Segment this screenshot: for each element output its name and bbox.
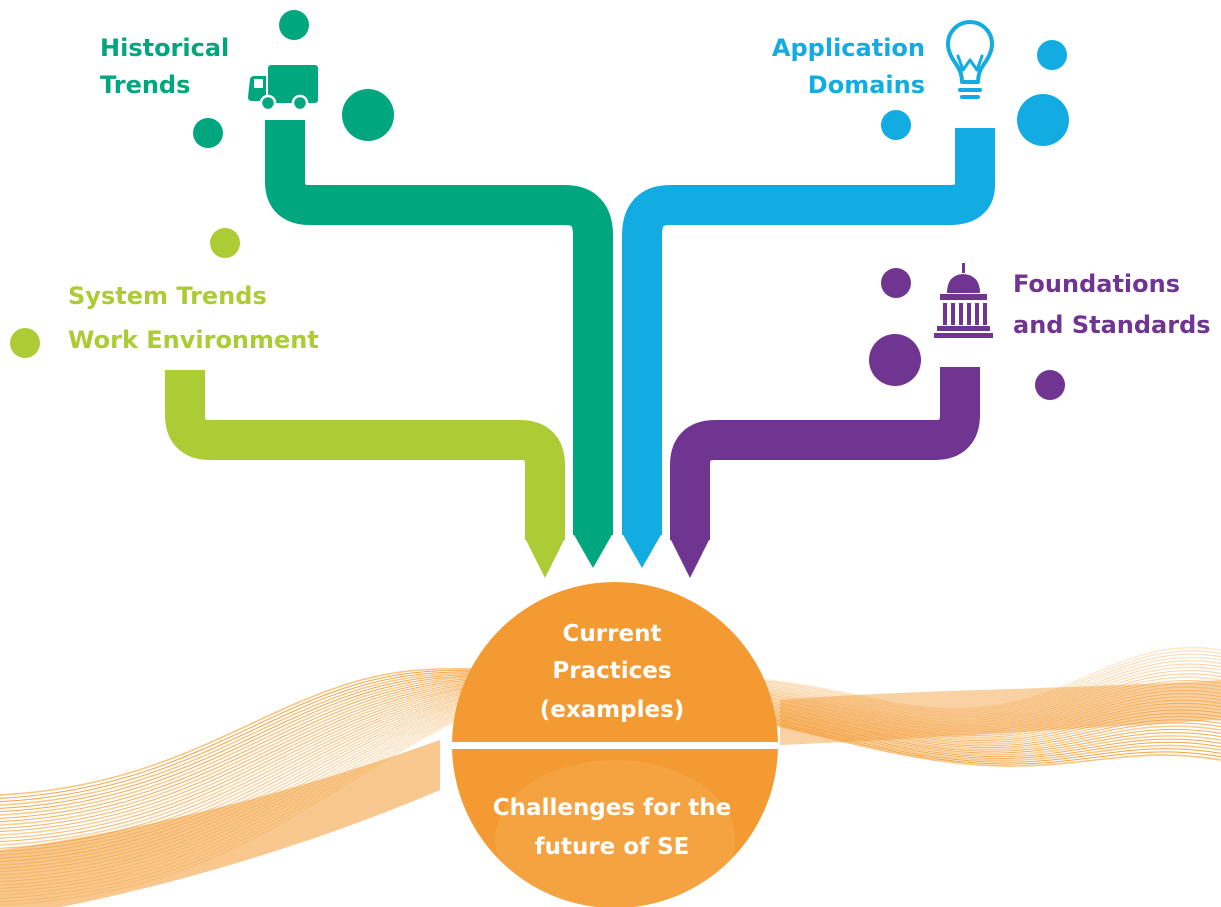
wave-band [0, 740, 440, 907]
application-domains-label-line1: Application [772, 34, 925, 62]
historical-trends-label-line2: Trends [100, 71, 190, 99]
arrow-tip-lime [525, 538, 565, 578]
center-bottom-line2: future of SE [535, 834, 690, 860]
application-domains-label-line2: Domains [808, 71, 925, 99]
dot [279, 10, 309, 40]
work-environment-label: Work Environment [68, 326, 319, 354]
dot [1017, 94, 1069, 146]
pipes [165, 120, 995, 540]
arrow-tip-green [573, 533, 613, 568]
center-top-line3: (examples) [540, 697, 685, 723]
center-top-line1: Current [563, 621, 662, 647]
lightbulb-icon [946, 20, 994, 99]
decorative-dots [10, 10, 1069, 400]
dot [193, 118, 223, 148]
truck-icon [248, 65, 318, 112]
foundations-standards-label-line1: Foundations [1013, 270, 1180, 298]
foundations-standards-label-line2: and Standards [1013, 311, 1211, 339]
dot [881, 268, 911, 298]
center-bottom-line1: Challenges for the [493, 795, 731, 821]
dot [1037, 40, 1067, 70]
pipe-purple [670, 367, 980, 540]
capitol-building-icon [934, 263, 993, 338]
dot [210, 228, 240, 258]
arrow-tip-purple [670, 538, 710, 578]
dot [1035, 370, 1065, 400]
pipe-lime [165, 370, 565, 540]
center-top-line2: Practices [552, 658, 671, 684]
system-trends-label: System Trends [68, 282, 267, 310]
historical-trends-label-line1: Historical [100, 34, 229, 62]
dot [10, 328, 40, 358]
arrow-tip-blue [622, 533, 662, 568]
dot [869, 334, 921, 386]
dot [342, 89, 394, 141]
pipe-blue [622, 128, 995, 535]
center-circle: Current Practices (examples) Challenges … [445, 582, 780, 907]
wave-band [780, 680, 1221, 745]
center-divider [445, 742, 780, 749]
dot [881, 110, 911, 140]
pipe-green [265, 120, 613, 535]
category-labels: Historical Trends Application Domains Sy… [68, 34, 1211, 354]
